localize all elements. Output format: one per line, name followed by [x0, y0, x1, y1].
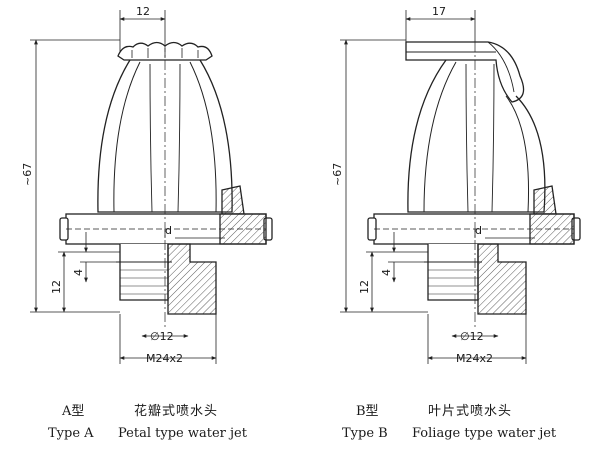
dim-a-top: 12: [136, 5, 150, 18]
caption-b-name-cn: 叶片式喷水头: [428, 404, 513, 419]
dim-b-height: ~67: [331, 163, 344, 186]
bulb-outer-b: [407, 59, 546, 213]
nozzle-stem: [119, 244, 169, 301]
caption-a-name-cn: 花瓣式喷水头: [134, 404, 219, 419]
drawing-a-dim-labels: 12 ~67 d 4 12 ∅12 M24x2: [21, 5, 183, 365]
dim-a-4: 4: [72, 269, 85, 276]
dim-a-height: ~67: [21, 163, 34, 186]
dim-b-top: 17: [432, 5, 446, 18]
drawing-a-petal-jet: [59, 41, 273, 330]
caption-a-type-cn: A型: [62, 404, 85, 419]
dim-a-12-side: 12: [50, 280, 63, 294]
caption-a-name-en: Petal type water jet: [118, 426, 247, 441]
dim-b-thread: M24x2: [456, 352, 493, 365]
drawing-a-dimensions: [30, 10, 225, 364]
foliage-cap: [405, 41, 525, 103]
dim-b-d: d: [475, 224, 482, 237]
caption-a-type-en: Type A: [48, 426, 94, 441]
dim-b-12-side: 12: [358, 280, 371, 294]
drawing-b-dimensions: [340, 10, 535, 364]
hatched-wall-right-b: [533, 185, 557, 215]
drawing-b-foliage-jet: [367, 41, 581, 330]
dim-b-bore: ∅12: [460, 330, 484, 343]
bulb-inner: [113, 61, 217, 213]
dim-a-thread: M24x2: [146, 352, 183, 365]
nozzle-stem-b: [427, 244, 479, 301]
caption-b-name-en: Foliage type water jet: [412, 426, 557, 441]
dim-b-4: 4: [380, 269, 393, 276]
hatched-wall-right: [221, 185, 245, 215]
dim-a-d: d: [165, 224, 172, 237]
caption-b-type-cn: B型: [356, 404, 379, 419]
dim-a-bore: ∅12: [150, 330, 174, 343]
caption-b-type-en: Type B: [342, 426, 388, 441]
drawing-b-dim-labels: 17 ~67 d 4 12 ∅12 M24x2: [331, 5, 493, 365]
